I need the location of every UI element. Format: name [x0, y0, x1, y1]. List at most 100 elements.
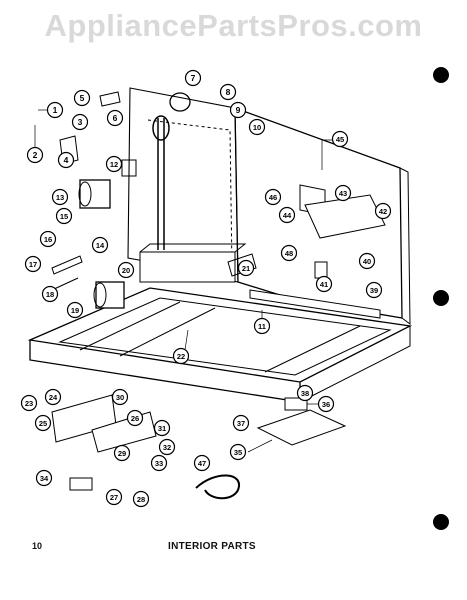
floor-rail-2: [119, 307, 216, 357]
callout-circle: [66, 301, 84, 319]
callout-circle: [105, 488, 123, 506]
callout-circle: [106, 109, 124, 127]
callout-circle: [374, 202, 392, 220]
callout-12: 12: [105, 155, 123, 173]
callout-number: 26: [131, 414, 139, 423]
callout-circle: [132, 490, 150, 508]
callout-number: 36: [322, 400, 330, 409]
part-27: [69, 477, 93, 491]
callout-circle: [229, 443, 247, 461]
callout-circle: [46, 101, 64, 119]
callout-circle: [331, 130, 349, 148]
floor-rail-3: [264, 325, 361, 373]
callout-number: 44: [283, 211, 292, 220]
callout-47: 47: [193, 454, 211, 472]
callout-41: 41: [315, 275, 333, 293]
timer-7: [169, 92, 191, 112]
cavity-floor: [27, 287, 413, 383]
callout-27: 27: [105, 488, 123, 506]
callout-30: 30: [111, 388, 129, 406]
callout-circle: [253, 317, 271, 335]
motor-19: [95, 281, 125, 309]
binder-hole-bottom: [433, 514, 449, 530]
callout-circle: [105, 155, 123, 173]
callout-circle: [35, 469, 53, 487]
callout-circle: [296, 384, 314, 402]
callout-circle: [158, 438, 176, 456]
callout-circle: [365, 281, 383, 299]
callout-circle: [91, 236, 109, 254]
callout-circle: [172, 347, 190, 365]
callout-number: 12: [110, 160, 118, 169]
callout-16: 16: [39, 230, 57, 248]
right-side-rail: [249, 289, 381, 319]
callout-number: 10: [253, 123, 261, 132]
cavity-floor-right: [299, 326, 411, 403]
callout-11: 11: [253, 317, 271, 335]
callout-45: 45: [331, 130, 349, 148]
callout-5: 5: [73, 89, 91, 107]
callout-number: 1: [53, 105, 58, 115]
callout-3: 3: [71, 113, 89, 131]
callout-number: 33: [155, 459, 163, 468]
rod-18: [51, 277, 79, 291]
callout-circle: [111, 388, 129, 406]
sensor-41: [314, 261, 328, 279]
callout-38: 38: [296, 384, 314, 402]
callout-number: 46: [269, 193, 277, 202]
callout-39: 39: [365, 281, 383, 299]
callout-10: 10: [248, 118, 266, 136]
callout-number: 34: [40, 474, 49, 483]
callout-number: 3: [78, 117, 83, 127]
callout-number: 30: [116, 393, 124, 402]
callout-circle: [278, 206, 296, 224]
callout-circle: [150, 454, 168, 472]
callout-circle: [193, 454, 211, 472]
relay-block-top: [139, 243, 247, 253]
callout-number: 4: [64, 155, 69, 165]
callout-18: 18: [41, 285, 59, 303]
callout-9: 9: [229, 101, 247, 119]
callout-number: 47: [198, 459, 206, 468]
motor-19-face: [93, 282, 107, 308]
part-12: [121, 159, 137, 177]
callout-number: 2: [33, 150, 38, 160]
callout-circle: [51, 188, 69, 206]
callout-number: 25: [39, 419, 47, 428]
terminal-5: [99, 91, 121, 107]
callout-number: 23: [25, 399, 33, 408]
callout-circle: [315, 275, 333, 293]
callout-circle: [264, 188, 282, 206]
callout-circle: [334, 184, 352, 202]
callout-14: 14: [91, 236, 109, 254]
callout-24: 24: [44, 388, 62, 406]
callout-circle: [237, 259, 255, 277]
callout-circle: [280, 244, 298, 262]
callout-circle: [24, 255, 42, 273]
callout-number: 35: [234, 448, 242, 457]
floor-rail-1: [79, 301, 181, 351]
callout-number: 13: [56, 193, 64, 202]
callout-circle: [26, 146, 44, 164]
relay-block: [139, 251, 236, 283]
callout-number: 15: [60, 212, 68, 221]
callout-number: 45: [336, 135, 344, 144]
callout-44: 44: [278, 206, 296, 224]
callout-20: 20: [117, 261, 135, 279]
callout-8: 8: [219, 83, 237, 101]
callout-circle: [20, 394, 38, 412]
callout-48: 48: [280, 244, 298, 262]
callout-29: 29: [113, 444, 131, 462]
site-watermark: AppliancePartsPros.com: [44, 8, 423, 43]
callout-circle: [44, 388, 62, 406]
callout-number: 14: [96, 241, 105, 250]
callout-number: 8: [226, 87, 231, 97]
callout-number: 19: [71, 306, 79, 315]
callout-number: 17: [29, 260, 37, 269]
callout-number: 5: [80, 93, 85, 103]
callout-number: 42: [379, 207, 387, 216]
callout-2: 2: [26, 146, 44, 164]
